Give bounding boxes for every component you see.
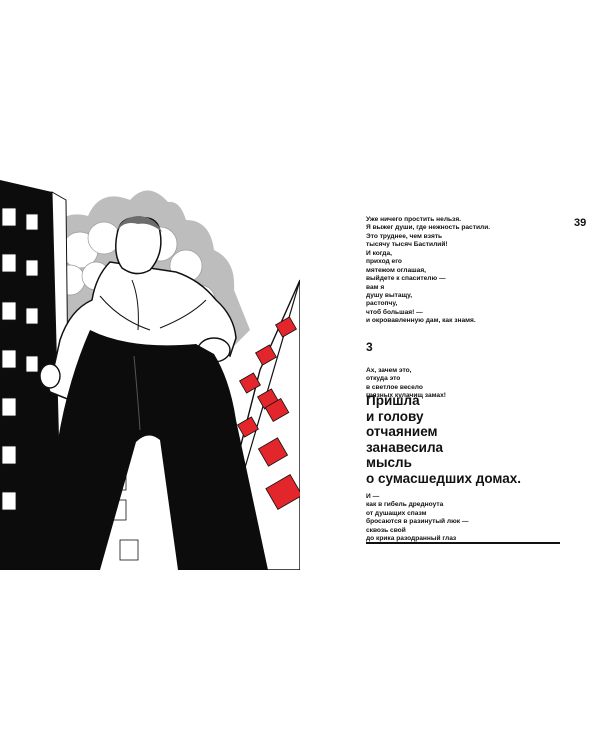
- verse-line: от душащих спазм: [366, 509, 427, 517]
- verse-line: Уже ничего простить нельзя.: [366, 216, 462, 223]
- verse-line: и окровавленную дам, как знамя.: [366, 317, 476, 325]
- verse-line: Я выжег души, где нежность растили.: [366, 224, 491, 232]
- page-number: 39: [574, 217, 587, 229]
- stanza-1: Уже ничего простить нельзя. Я выжег души…: [366, 216, 490, 250]
- verse-line: откуда это: [366, 375, 401, 383]
- verse-line: как в гибель дредноута: [366, 501, 444, 509]
- book-spread: 39 Уже ничего простить нельзя. Я выжег д…: [0, 180, 600, 570]
- horizontal-rule: [366, 542, 560, 544]
- big-verse-line: и голову: [366, 408, 424, 424]
- verse-line: выйдете к спасителю —: [366, 275, 446, 283]
- verse-line: до крика разодранный глаз: [366, 535, 457, 543]
- verse-line: приход его: [366, 258, 402, 266]
- big-verse-line: о сумасшедших домах.: [366, 470, 522, 486]
- big-verse-line: отчаянием: [366, 424, 438, 439]
- section-number: 3: [366, 340, 373, 354]
- verse-line: чтоб большая! —: [366, 308, 423, 316]
- stanza-2: И когда, приход его мятежом оглашая, вый…: [366, 250, 476, 326]
- giant-man-drawing: [0, 180, 300, 570]
- verse-line: И —: [366, 493, 380, 500]
- big-verse-line: занавесила: [366, 439, 444, 455]
- verse-line: Ах, зачем это,: [366, 367, 412, 374]
- verse-line: душу вытащу,: [366, 292, 413, 300]
- stanza-3: Ах, зачем это, откуда это в светлое весе…: [366, 367, 446, 401]
- verse-line: растопчу,: [366, 300, 398, 308]
- big-verse-line: Пришла: [366, 393, 420, 408]
- verse-line: тысячу тысяч Бастилий!: [366, 241, 448, 249]
- verse-line: в светлое весело: [366, 383, 423, 391]
- verse-line: грязных кулачищ замах!: [366, 392, 446, 400]
- big-verse-line: мысль: [366, 455, 412, 470]
- comic-illustration: [0, 180, 300, 570]
- verse-line: Это труднее, чем взять: [366, 232, 443, 240]
- verse-line: И когда,: [366, 250, 392, 257]
- big-verse: Пришла и голову отчаянием занавесила мыс…: [366, 393, 521, 486]
- verse-line: сквозь свой: [366, 526, 406, 534]
- stanza-4: И — как в гибель дредноута от душащих сп…: [366, 493, 468, 543]
- verse-line: вам я: [366, 283, 385, 291]
- verse-line: мятежом оглашая,: [366, 266, 427, 274]
- text-page: 39 Уже ничего простить нельзя. Я выжег д…: [300, 180, 600, 570]
- verse-line: бросаются в разинутый люк —: [366, 518, 469, 526]
